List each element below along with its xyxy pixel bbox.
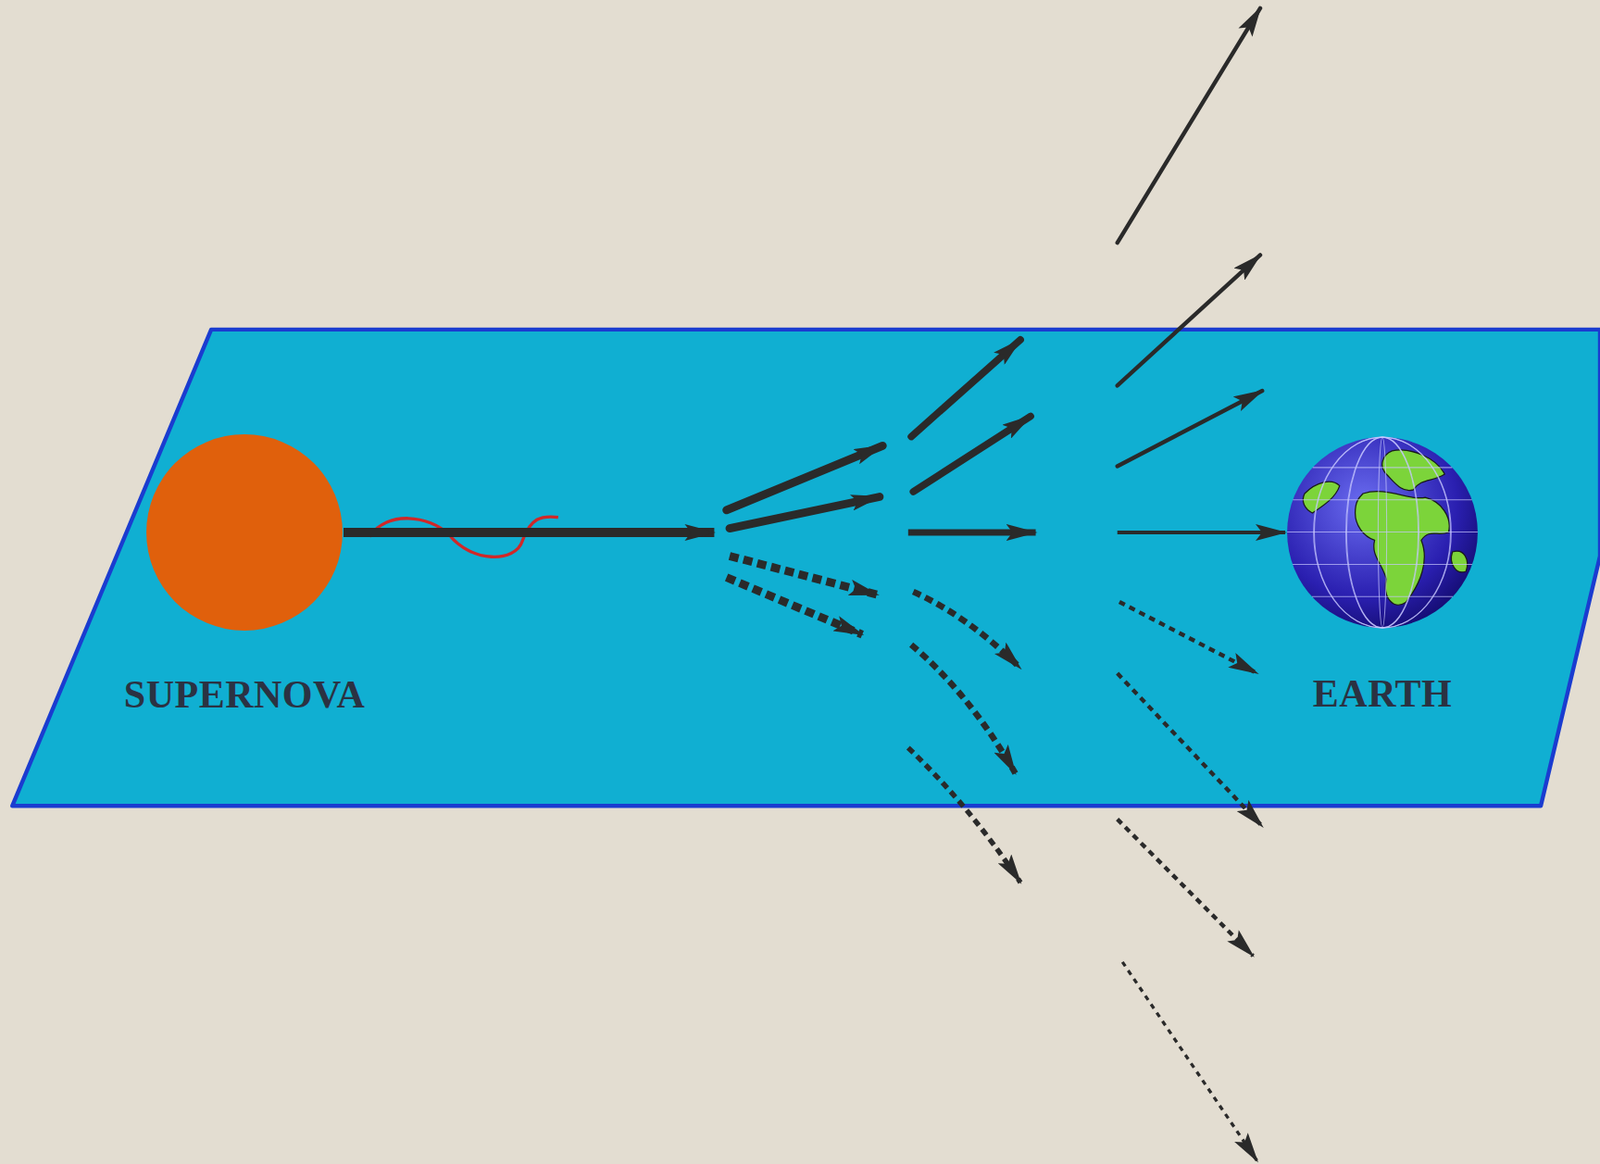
node-shape — [145, 433, 344, 632]
ray-arrow — [343, 532, 1286, 534]
ray-segment — [1117, 530, 1286, 535]
ray-segment — [343, 527, 714, 538]
node-shape — [1285, 435, 1480, 630]
solid-rays — [726, 8, 1263, 529]
plane — [12, 329, 1600, 806]
node-label: SUPERNOVA — [124, 672, 365, 717]
node-label: EARTH — [1312, 671, 1452, 716]
ray-segment — [908, 529, 1037, 537]
dashed-rays — [726, 555, 1263, 1161]
earth-globe: EARTH — [1285, 435, 1480, 630]
supernova-circle: SUPERNOVA — [145, 433, 344, 632]
